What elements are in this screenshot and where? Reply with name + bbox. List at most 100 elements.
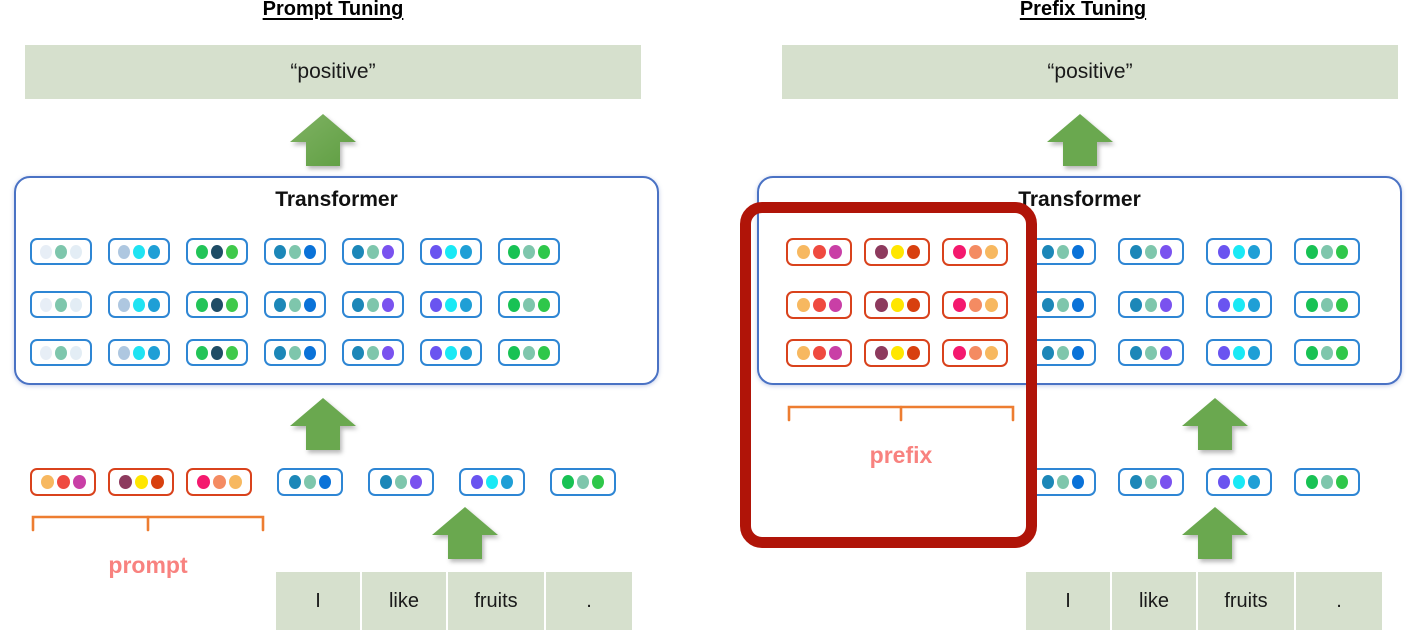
token-dot — [1160, 244, 1172, 259]
context-token-4 — [1030, 238, 1096, 265]
token-dot — [55, 345, 67, 360]
token-dot — [70, 244, 82, 259]
token-dot — [211, 297, 223, 312]
input-token-2 — [368, 468, 434, 496]
token-dot — [460, 244, 472, 259]
arrow-up-icon-right-top — [1045, 112, 1115, 168]
word-cell: fruits — [448, 572, 544, 630]
token-dot — [72, 475, 86, 489]
context-token-6 — [1206, 291, 1272, 318]
token-dot — [1218, 297, 1230, 312]
token-dot — [1336, 244, 1348, 259]
token-dot — [304, 297, 316, 312]
token-dot — [55, 297, 67, 312]
context-token-3 — [186, 238, 248, 265]
token-dot — [952, 298, 966, 312]
token-dot — [380, 475, 392, 489]
token-dot — [1042, 297, 1054, 312]
token-dot — [1042, 475, 1054, 489]
token-dot — [55, 244, 67, 259]
token-dot — [1248, 297, 1260, 312]
token-dot — [1145, 297, 1157, 312]
token-dot — [1321, 244, 1333, 259]
token-dot — [40, 475, 54, 489]
token-dot — [226, 244, 238, 259]
tuned-token-2 — [864, 339, 930, 367]
token-dot — [1130, 475, 1142, 489]
context-token-1 — [30, 291, 92, 318]
token-dot — [1057, 345, 1069, 360]
token-dot — [486, 475, 498, 489]
context-token-7 — [498, 339, 560, 366]
panel-prefix-tuning: Prefix Tuning “positive” Transformer pre… — [710, 0, 1420, 631]
token-dot — [1057, 475, 1069, 489]
arrow-up-icon-right-bottom — [1180, 505, 1250, 561]
token-dot — [70, 297, 82, 312]
context-token-5 — [342, 339, 404, 366]
panel-prompt-tuning: Prompt Tuning “positive” Transformer pro… — [14, 0, 659, 630]
context-token-2 — [108, 339, 170, 366]
token-dot — [1321, 297, 1333, 312]
token-dot — [148, 345, 160, 360]
token-dot — [289, 345, 301, 360]
token-dot — [874, 245, 888, 259]
output-label-right: “positive” — [1047, 60, 1133, 83]
token-dot — [430, 297, 442, 312]
token-dot — [40, 345, 52, 360]
tuned-token-2 — [864, 291, 930, 319]
token-dot — [382, 297, 394, 312]
context-token-7 — [498, 291, 560, 318]
token-dot — [1306, 297, 1318, 312]
token-dot — [523, 244, 535, 259]
token-dot — [1306, 345, 1318, 360]
token-dot — [984, 346, 998, 360]
token-dot — [226, 297, 238, 312]
token-dot — [226, 345, 238, 360]
token-dot — [906, 298, 920, 312]
context-token-7 — [1294, 339, 1360, 366]
token-dot — [133, 244, 145, 259]
context-token-6 — [1206, 339, 1272, 366]
token-dot — [196, 297, 208, 312]
context-token-1 — [30, 339, 92, 366]
token-dot — [1321, 475, 1333, 489]
token-dot — [1218, 345, 1230, 360]
token-dot — [430, 244, 442, 259]
token-dot — [1306, 244, 1318, 259]
token-dot — [577, 475, 589, 489]
token-dot — [304, 475, 316, 489]
token-dot — [211, 244, 223, 259]
token-dot — [304, 345, 316, 360]
token-dot — [1233, 297, 1245, 312]
prompt-bracket-label: prompt — [108, 552, 188, 578]
tuned-token-3 — [942, 238, 1008, 266]
token-dot — [212, 475, 226, 489]
tuned-token-2 — [108, 468, 174, 496]
token-dot — [1057, 297, 1069, 312]
token-dot — [1321, 345, 1333, 360]
token-dot — [211, 345, 223, 360]
context-token-6 — [1206, 238, 1272, 265]
context-token-7 — [1294, 291, 1360, 318]
token-dot — [196, 345, 208, 360]
context-token-3 — [186, 291, 248, 318]
token-dot — [562, 475, 574, 489]
token-dot — [984, 298, 998, 312]
token-dot — [445, 244, 457, 259]
context-token-5 — [342, 291, 404, 318]
token-dot — [148, 297, 160, 312]
token-dot — [538, 244, 550, 259]
token-dot — [118, 297, 130, 312]
tuned-token-1 — [786, 339, 852, 367]
token-dot — [1057, 244, 1069, 259]
token-dot — [1145, 475, 1157, 489]
token-dot — [1218, 475, 1230, 489]
token-dot — [148, 244, 160, 259]
arrow-up-icon-left-bottom — [430, 505, 500, 561]
token-dot — [319, 475, 331, 489]
token-dot — [1072, 345, 1084, 360]
token-dot — [352, 297, 364, 312]
tuned-token-3 — [942, 291, 1008, 319]
token-dot — [1160, 297, 1172, 312]
context-token-3 — [186, 339, 248, 366]
